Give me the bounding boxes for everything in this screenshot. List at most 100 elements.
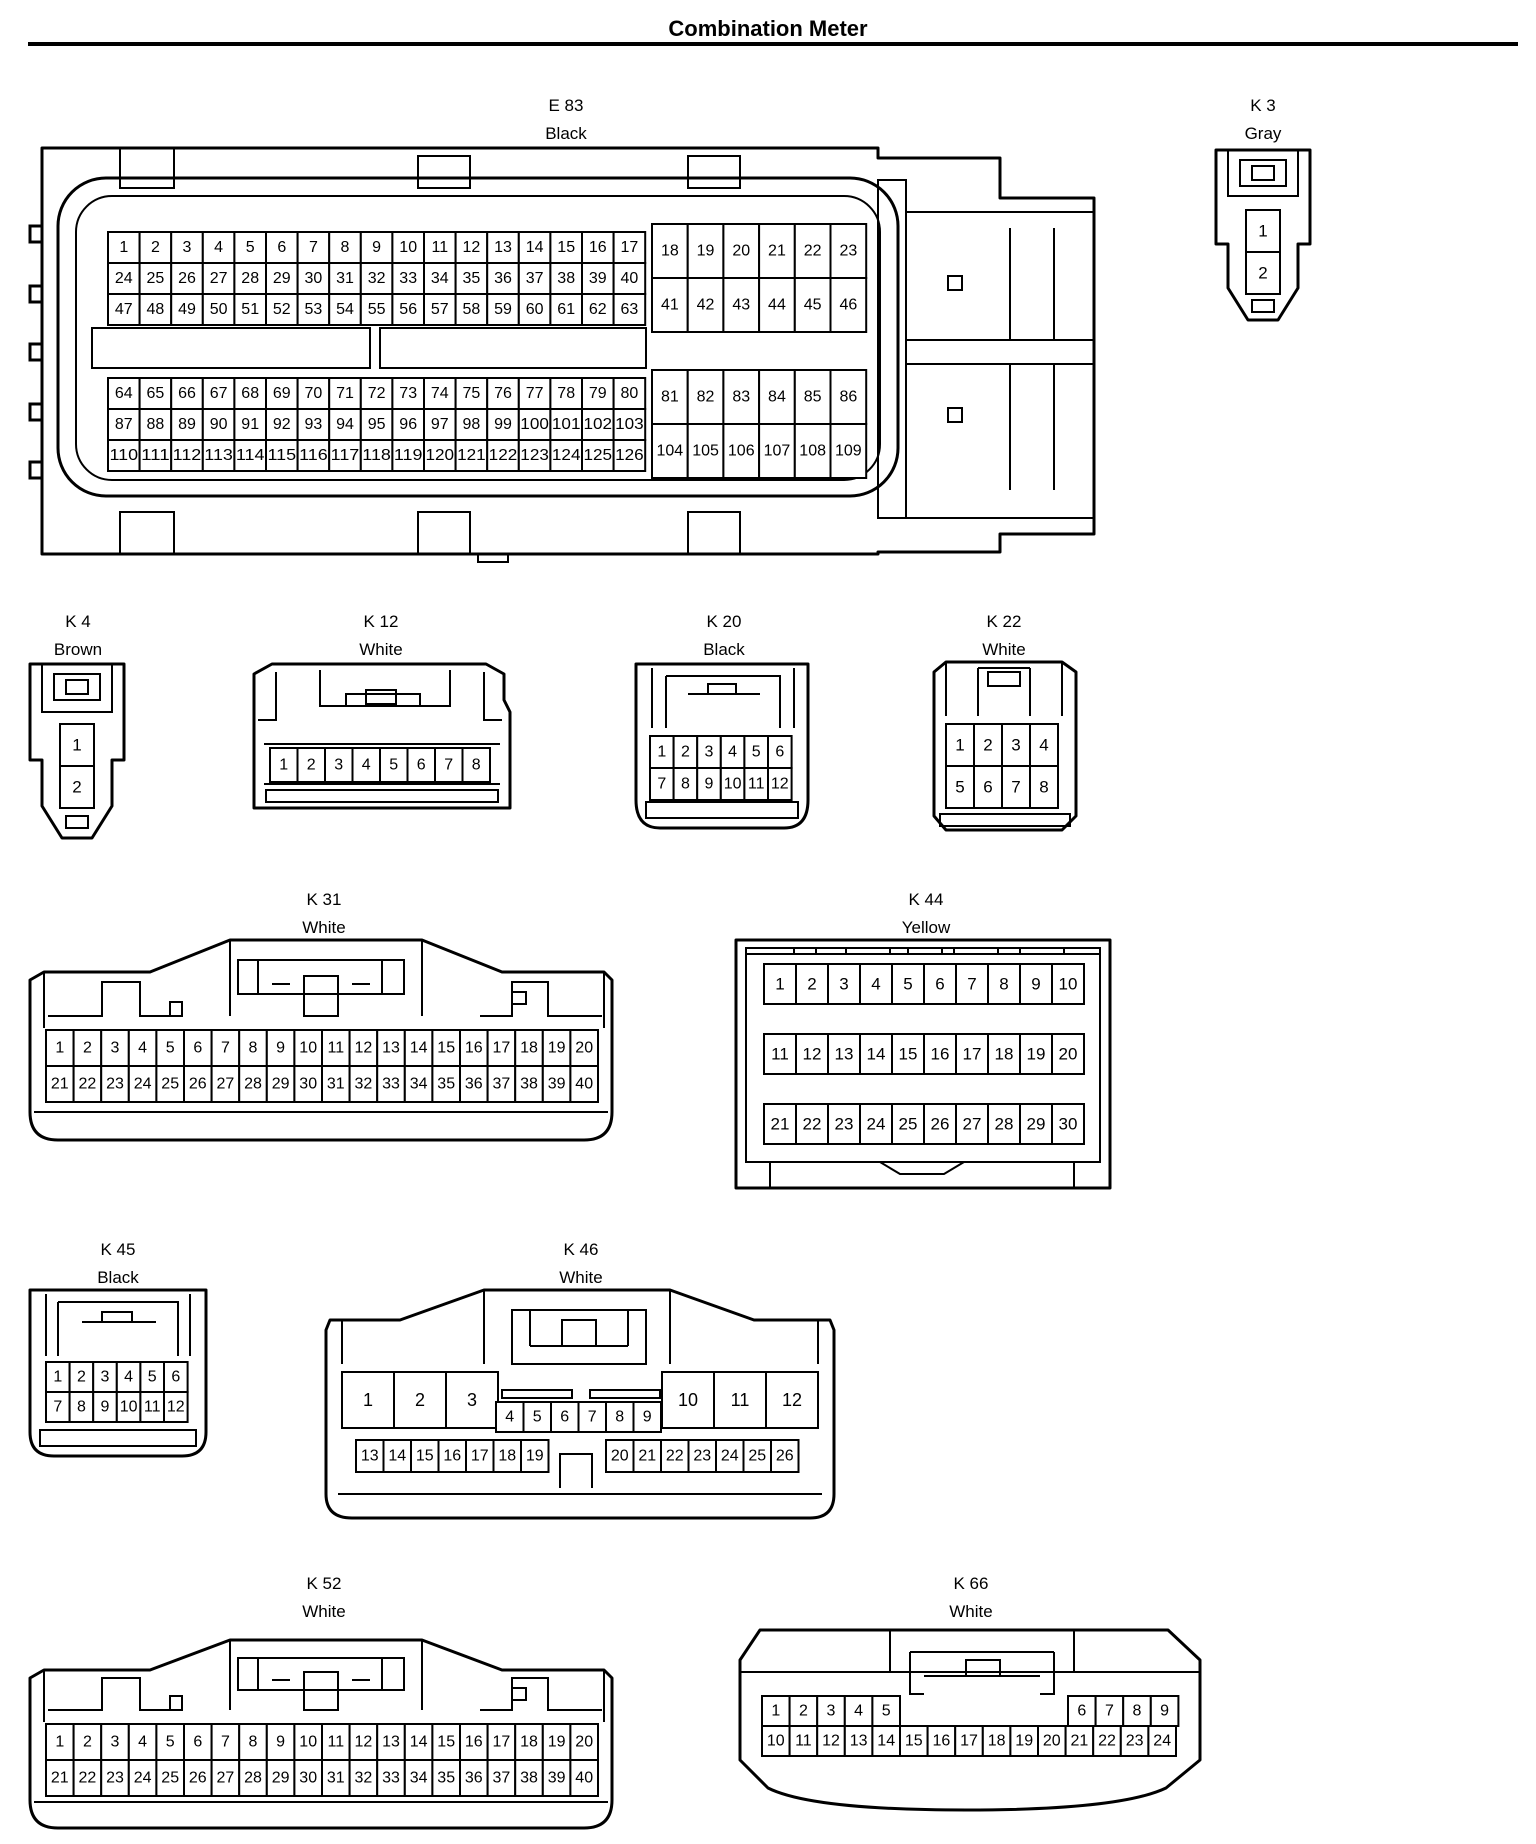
- pin-E83-93: 93: [305, 416, 323, 433]
- pin-K66-14-cell: [871, 1725, 902, 1757]
- pin-K22-7: 7: [1011, 778, 1020, 797]
- label-color-K12: White: [359, 640, 403, 659]
- pin-E83-47-cell: [107, 293, 141, 326]
- pin-K22-3-cell: [1001, 723, 1031, 767]
- pin-E83-91: 91: [241, 416, 259, 433]
- pin-K52-17: 17: [493, 1734, 511, 1751]
- pin-K52-27: 27: [217, 1770, 235, 1787]
- pin-K45-4: 4: [124, 1369, 133, 1386]
- pin-K52-5: 5: [166, 1734, 175, 1751]
- pin-K52-39: 39: [548, 1770, 566, 1787]
- pin-K31-20: 20: [575, 1040, 593, 1057]
- pin-K52-6: 6: [193, 1734, 202, 1751]
- pin-K44-1: 1: [775, 975, 784, 994]
- pin-E83-2-cell: [138, 231, 173, 264]
- pin-E83-47: 47: [115, 301, 133, 318]
- pin-K20-6: 6: [775, 744, 784, 761]
- pin-K31-24: 24: [134, 1076, 152, 1093]
- pin-E83-107: 107: [764, 443, 791, 460]
- pin-E83-26: 26: [178, 270, 196, 287]
- pin-E83-125-cell: [581, 439, 615, 472]
- pin-E83-55: 55: [368, 301, 386, 318]
- pin-K46-8-cell: [605, 1401, 635, 1433]
- pin-E83-87: 87: [115, 416, 133, 433]
- pin-K31-6-cell: [183, 1029, 213, 1067]
- pin-E83-33-cell: [391, 262, 425, 295]
- pin-K31-40-cell: [569, 1065, 600, 1103]
- pin-K44-26-cell: [923, 1103, 957, 1145]
- pin-K31-16: 16: [465, 1040, 483, 1057]
- pin-K44-12: 12: [803, 1045, 822, 1064]
- pin-K66-2: 2: [799, 1703, 808, 1720]
- pin-K52-25: 25: [161, 1770, 179, 1787]
- pin-E83-80: 80: [621, 385, 639, 402]
- pin-K31-30: 30: [299, 1076, 317, 1093]
- pin-K66-3: 3: [827, 1703, 836, 1720]
- pin-K46-13: 13: [361, 1448, 379, 1465]
- pin-K52-36: 36: [465, 1770, 483, 1787]
- pin-K46-1: 1: [363, 1390, 373, 1410]
- pin-K66-21-cell: [1064, 1725, 1095, 1757]
- pin-K44-30: 30: [1059, 1115, 1078, 1134]
- pin-E83-112: 112: [173, 447, 202, 464]
- pin-E83-124: 124: [552, 447, 581, 464]
- pin-K52-7: 7: [221, 1734, 230, 1751]
- pin-K3-2: 2: [1258, 264, 1267, 283]
- pin-K44-19: 19: [1027, 1045, 1046, 1064]
- pin-K31-21: 21: [51, 1076, 69, 1093]
- pin-K66-4: 4: [854, 1703, 863, 1720]
- pin-E83-54: 54: [336, 301, 354, 318]
- pin-K20-7: 7: [657, 776, 666, 793]
- pin-K31-19: 19: [548, 1040, 566, 1057]
- pin-E83-56-cell: [391, 293, 425, 326]
- pin-K44-24: 24: [867, 1115, 886, 1134]
- pin-K31-10: 10: [299, 1040, 317, 1057]
- pin-K52-2: 2: [83, 1734, 92, 1751]
- pin-K31-25-cell: [155, 1065, 185, 1103]
- pin-E83-43: 43: [732, 297, 750, 314]
- pin-K46-5: 5: [533, 1409, 542, 1426]
- pin-E83-57: 57: [431, 301, 449, 318]
- pin-K52-29-cell: [265, 1759, 296, 1797]
- pin-K46-7: 7: [588, 1409, 597, 1426]
- pin-E83-17: 17: [621, 239, 639, 256]
- pin-E83-83-cell: [722, 369, 761, 425]
- pin-K12-8: 8: [472, 757, 481, 774]
- pin-E83-125: 125: [584, 447, 613, 464]
- label-color-K46: White: [559, 1268, 603, 1287]
- pin-E83-51: 51: [241, 301, 259, 318]
- pin-K46-23: 23: [693, 1448, 711, 1465]
- pins-K3: 12: [1245, 209, 1281, 295]
- pin-E83-99: 99: [494, 416, 512, 433]
- pin-K31-7-cell: [210, 1029, 241, 1067]
- pin-K44-2: 2: [807, 975, 816, 994]
- label-code-K45: K 45: [100, 1240, 136, 1259]
- pin-K31-34: 34: [410, 1076, 428, 1093]
- pin-K31-4: 4: [138, 1040, 147, 1057]
- pin-K45-11: 11: [144, 1399, 161, 1416]
- pin-K12-8-cell: [461, 747, 491, 783]
- pin-E83-20-cell: [722, 223, 761, 279]
- pin-E83-114-cell: [233, 439, 267, 472]
- pin-K31-12: 12: [355, 1040, 373, 1057]
- label-code-K52: K 52: [306, 1574, 342, 1593]
- pin-E83-119: 119: [394, 447, 423, 464]
- pin-K31-38: 38: [520, 1076, 538, 1093]
- pin-E83-12-cell: [454, 231, 489, 264]
- pin-K45-5: 5: [148, 1369, 157, 1386]
- pin-K31-16-cell: [459, 1029, 489, 1067]
- pin-K20-12: 12: [771, 776, 789, 793]
- label-code-K20: K 20: [706, 612, 742, 631]
- pin-K20-5: 5: [752, 744, 761, 761]
- pin-E83-105: 105: [692, 443, 719, 460]
- pin-K66-20: 20: [1043, 1733, 1061, 1750]
- pin-E83-36: 36: [494, 270, 512, 287]
- pin-K52-18: 18: [520, 1734, 538, 1751]
- pin-E83-32: 32: [368, 270, 386, 287]
- pin-E83-1-cell: [107, 231, 141, 264]
